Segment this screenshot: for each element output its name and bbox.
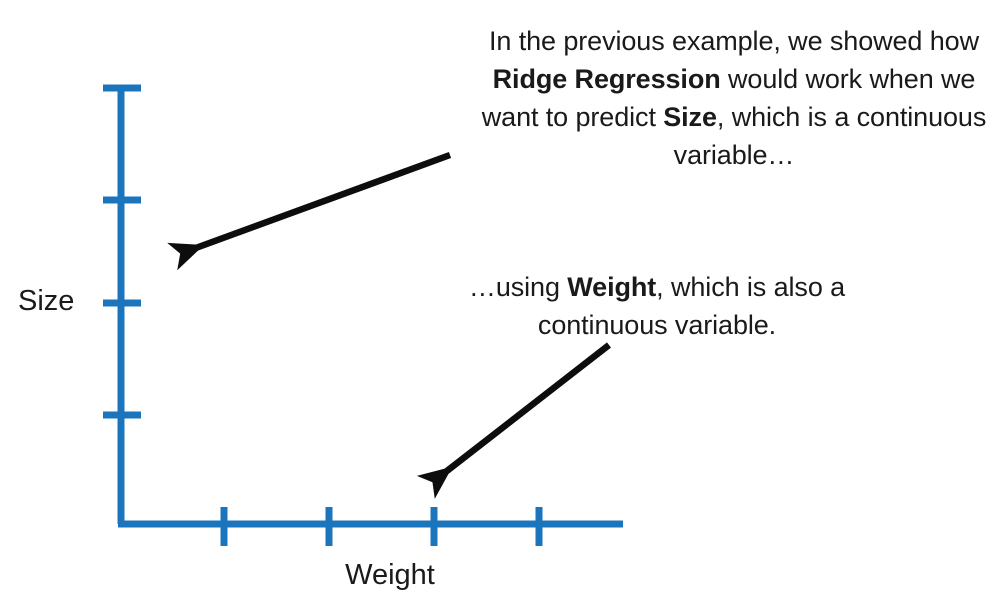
y-axis-label: Size <box>18 285 75 317</box>
x-axis-label: Weight <box>345 559 435 591</box>
body-text: , which is a continuous variable… <box>673 102 987 170</box>
emphasis-text: Size <box>663 102 717 132</box>
body-text: , which is also a continuous variable. <box>537 272 846 340</box>
body-text: …using <box>468 272 568 302</box>
emphasis-text: Weight <box>567 272 657 302</box>
callout-text-ridge-regression: In the previous example, we showed how R… <box>470 22 998 174</box>
body-text: In the previous example, we showed how <box>489 26 979 56</box>
body-text: would work when we want to predict <box>481 64 976 132</box>
emphasis-text: Ridge Regression <box>492 64 721 94</box>
callout-text-weight: …using Weight, which is also a continuou… <box>437 268 877 344</box>
